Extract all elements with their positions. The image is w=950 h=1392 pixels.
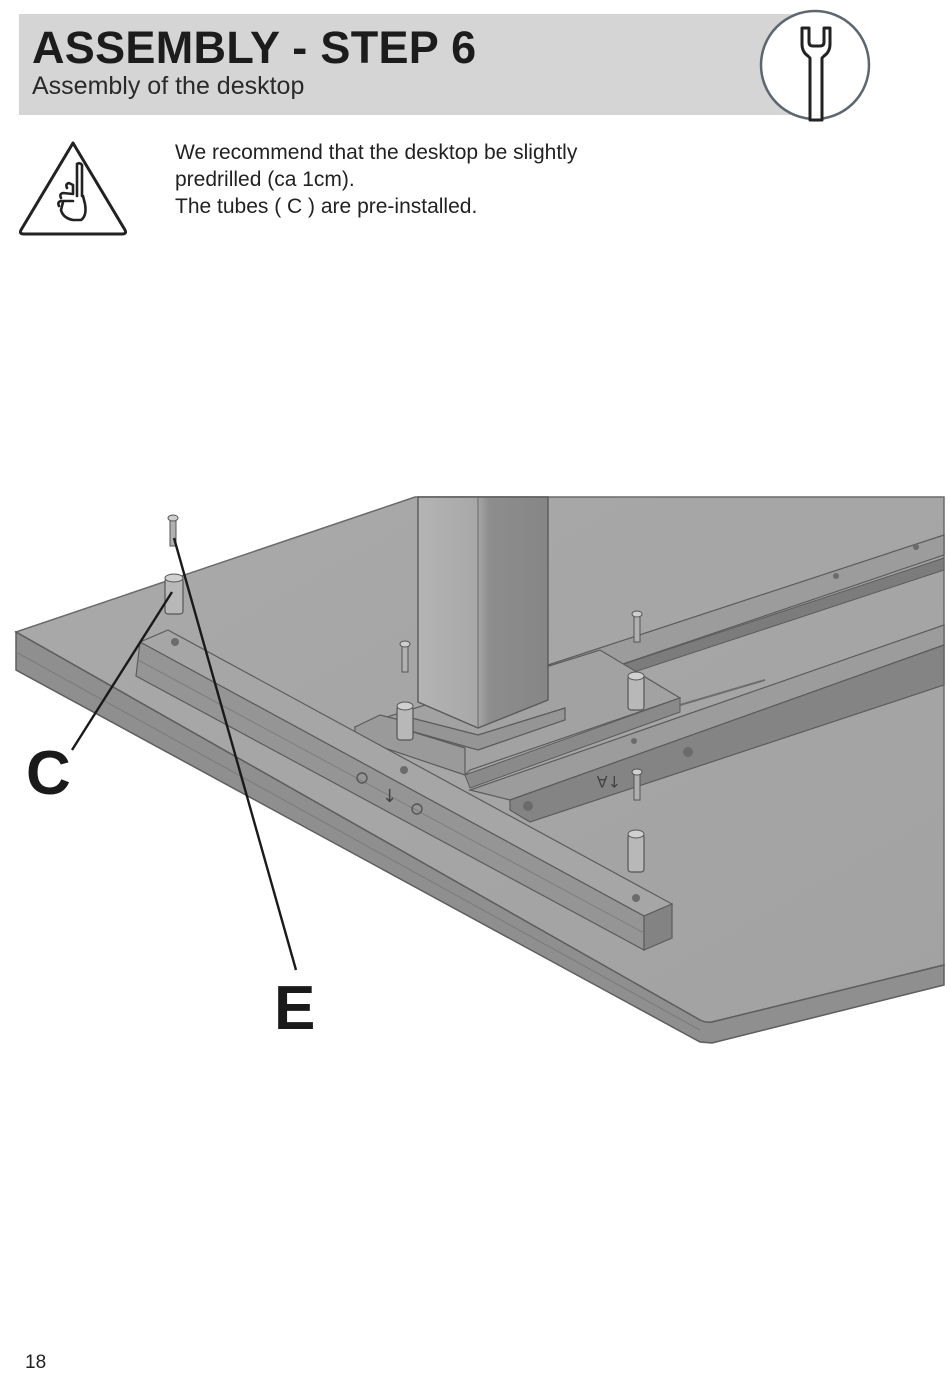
instruction-line: predrilled (ca 1cm). [175,168,355,191]
assembly-illustration: ↓ ↑A [0,480,950,1070]
tube-c [164,573,184,615]
screw-e [631,610,643,643]
page-title: ASSEMBLY - STEP 6 [32,22,477,73]
instruction-text: We recommend that the desktop be slightl… [175,139,577,220]
callout-label-e: E [274,974,316,1043]
tube-c [396,701,414,741]
screw-e [399,640,411,673]
rear-arrow-mark: ↑A [597,772,621,791]
screw-e [167,514,179,547]
tube-c [627,829,645,873]
front-arrow-mark: ↓ [382,786,397,807]
leader-line-e [172,537,298,971]
tube-c [627,671,645,711]
screw-e [631,768,643,801]
instruction-line: The tubes ( C ) are pre-installed. [175,195,478,218]
header-band [19,14,811,115]
callout-label-c: C [26,739,71,808]
page-number: 18 [25,1352,47,1373]
leader-line-c [70,591,174,751]
warning-finger-icon [17,138,129,238]
wrench-icon [758,8,872,122]
instruction-line: We recommend that the desktop be slightl… [175,141,578,164]
page-subtitle: Assembly of the desktop [32,72,305,100]
